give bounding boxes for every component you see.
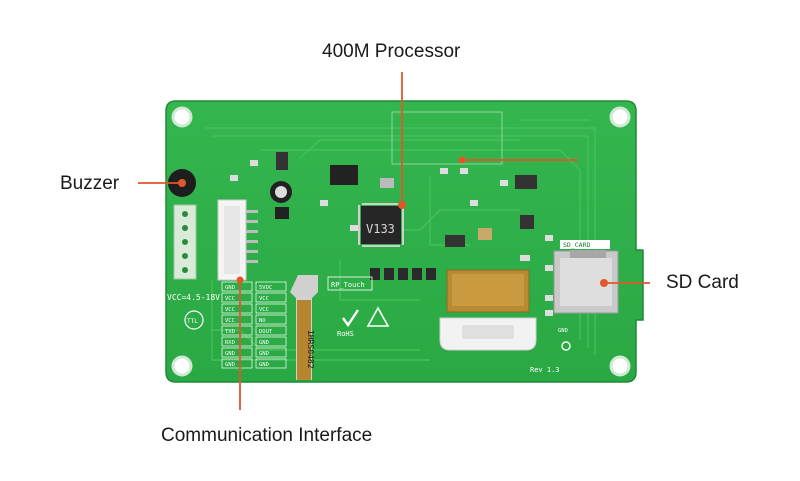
rohs-logo: RoHS (337, 309, 359, 338)
pin-label: NO (259, 318, 266, 324)
processor-chip: V133 (358, 203, 404, 247)
sd-slot (553, 250, 619, 314)
buzzer-marker (178, 179, 186, 187)
pin-cell (221, 303, 253, 314)
capacitor (270, 181, 292, 219)
pin-cell (255, 303, 287, 314)
pin-label: VCC (225, 296, 235, 302)
pin-cell (221, 358, 253, 369)
pin-table: GND 5VDC VCC VCC VCC VCC VCC NO TXD DOUT RXD GND GND… (221, 281, 287, 369)
pin-label: GND (259, 340, 269, 346)
pin-label: GND (259, 362, 269, 368)
sd-label-box (560, 240, 610, 249)
pin-cell (221, 347, 253, 358)
voltage-label: VCC=4.5-18V (167, 293, 220, 302)
small-components (230, 152, 553, 316)
rp-touch-box (327, 276, 373, 291)
mounting-holes (171, 106, 631, 377)
ttl-label: TTL (187, 318, 198, 325)
pin-cell (221, 281, 253, 292)
pin-cell (255, 325, 287, 336)
jst-connector (217, 199, 258, 281)
ttl-badge: TTL (184, 310, 204, 330)
gnd-test-point (561, 341, 571, 351)
pin-cell (255, 281, 287, 292)
pin-cell (255, 336, 287, 347)
pin-label: VCC (225, 318, 235, 324)
pin-cell (255, 358, 287, 369)
pin-label: GND (225, 362, 235, 368)
pin-label: RXD (225, 340, 235, 346)
leader-lines (138, 72, 650, 410)
display-marker (458, 156, 466, 164)
pin-label: VCC (259, 307, 269, 313)
chip-label: V133 (366, 222, 395, 236)
rohs-label: RoHS (337, 330, 354, 338)
communication-interface-callout: Communication Interface (161, 425, 373, 446)
pin-label: VCC (259, 296, 269, 302)
pin-cell (255, 347, 287, 358)
pin-label: GND (259, 351, 269, 357)
gnd-label: GND (558, 328, 568, 334)
resistor-array (370, 268, 436, 280)
processor-callout: 400M Processor (322, 41, 461, 62)
pin-label: VCC (225, 307, 235, 313)
pin-label: TXD (225, 329, 235, 335)
communication-marker (236, 276, 244, 284)
pin-label: DOUT (259, 329, 273, 335)
pin-label: GND (225, 285, 235, 291)
pin-label: 5VDC (259, 285, 272, 291)
pin-cell (255, 314, 287, 325)
ribbon-label: 1HRS0482 (306, 330, 315, 369)
ribbon-cable: 1HRS0482 (290, 275, 318, 380)
recycle-triangle-icon (366, 306, 390, 327)
pin-label: GND (225, 351, 235, 357)
buzzer-callout: Buzzer (60, 173, 120, 194)
rp-touch-label: RP_Touch (331, 281, 365, 289)
revision-label: Rev 1.3 (530, 366, 560, 374)
pin-cell (255, 292, 287, 303)
pin-cell (221, 325, 253, 336)
fpc-connector (439, 269, 537, 351)
sd-card-callout: SD Card (666, 272, 739, 293)
pin-cell (221, 292, 253, 303)
sd-card-label: SD_CARD (563, 241, 590, 249)
pin-cell (221, 314, 253, 325)
display-outline (391, 111, 503, 165)
pin-cell (221, 336, 253, 347)
side-connector (173, 204, 197, 280)
